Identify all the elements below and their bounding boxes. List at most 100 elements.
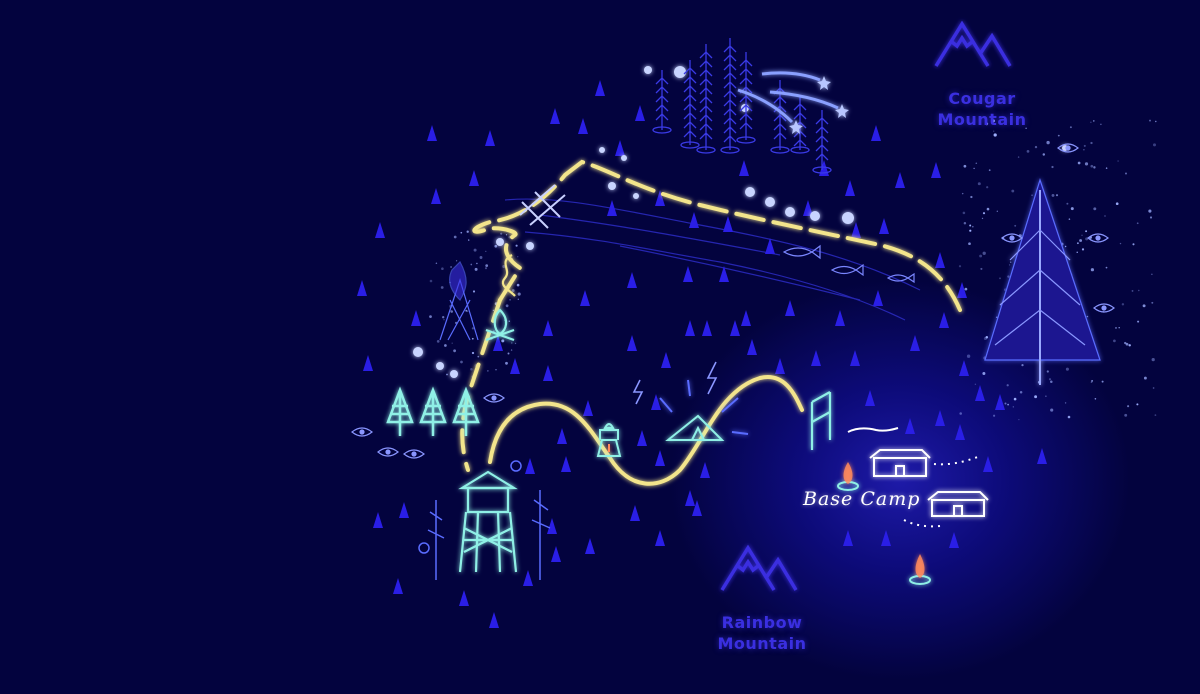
tree-icon xyxy=(1037,448,1047,464)
eye-icon xyxy=(403,449,425,459)
tree-icon xyxy=(975,385,985,401)
tree-icon xyxy=(431,188,441,204)
tree-icon xyxy=(637,430,647,446)
tree-icon xyxy=(723,216,733,232)
fish-icon xyxy=(830,263,864,277)
tree-icon xyxy=(523,570,533,586)
tree-icon xyxy=(510,358,520,374)
trail-upper xyxy=(472,159,962,312)
glowing-stone xyxy=(633,193,639,199)
tree-icon xyxy=(957,282,967,298)
trail-squiggle xyxy=(501,254,516,297)
tree-icon xyxy=(851,222,861,238)
tall-tree-icon xyxy=(790,96,810,154)
glowing-big-tree-icon xyxy=(984,145,1101,385)
lightning-bolts xyxy=(632,361,718,405)
tree-icon xyxy=(741,310,751,326)
tree-icon xyxy=(578,118,588,134)
eye-icon xyxy=(1087,233,1109,243)
teal-tree-icon xyxy=(452,386,480,436)
glowing-stone xyxy=(621,155,627,161)
eye-icon xyxy=(377,447,399,457)
tree-icon xyxy=(655,450,665,466)
tree-icon xyxy=(493,335,503,351)
goalpost-icon xyxy=(810,391,832,450)
tree-icon xyxy=(661,352,671,368)
bridge-icon xyxy=(519,184,566,229)
tall-tree-icon xyxy=(770,80,790,154)
tree-icon xyxy=(931,162,941,178)
tree-icon xyxy=(543,365,553,381)
glowing-stone xyxy=(496,238,504,246)
tree-icon xyxy=(585,538,595,554)
tree-icon xyxy=(399,502,409,518)
tree-icon xyxy=(595,80,605,96)
tree-icon xyxy=(583,400,593,416)
glowing-stone xyxy=(608,182,616,190)
tree-icon xyxy=(959,360,969,376)
antenna-icons xyxy=(418,460,551,580)
tree-icon xyxy=(411,310,421,326)
tree-icon xyxy=(935,252,945,268)
tree-icon xyxy=(357,280,367,296)
tree-icon xyxy=(775,358,785,374)
tree-icon xyxy=(765,238,775,254)
tree-icon xyxy=(881,530,891,546)
tree-icon xyxy=(427,125,437,141)
tree-icon xyxy=(730,320,740,336)
glowing-stone xyxy=(526,242,534,250)
tree-icon xyxy=(811,350,821,366)
cougar-mountain-label-line2: Mountain xyxy=(937,110,1027,129)
tree-icon xyxy=(525,458,535,474)
tree-icon xyxy=(873,290,883,306)
rainbow-mountain-label: Rainbow Mountain xyxy=(692,612,832,654)
campfire-icon xyxy=(485,308,515,342)
tree-icon xyxy=(561,456,571,472)
glowing-stone xyxy=(765,197,775,207)
eye-icon xyxy=(351,427,373,437)
trail-basecamp-link xyxy=(847,427,899,433)
cabin-icon xyxy=(927,491,989,517)
tree-icon xyxy=(702,320,712,336)
glowing-stones xyxy=(413,66,854,378)
eye-icons xyxy=(351,143,1115,459)
tall-tree-icon xyxy=(680,60,700,149)
tree-icon xyxy=(850,350,860,366)
tree-icon xyxy=(879,218,889,234)
tree-icon xyxy=(550,108,560,124)
tall-tree-icon xyxy=(812,110,832,174)
tree-icon xyxy=(895,172,905,188)
tent-icon xyxy=(659,379,749,441)
tree-icon xyxy=(489,612,499,628)
cougar-mountain-label-line1: Cougar xyxy=(948,89,1016,108)
river xyxy=(504,198,921,321)
tree-icon xyxy=(459,590,469,606)
rainbow-mountain-label-line1: Rainbow xyxy=(721,613,803,632)
tall-tree-icon xyxy=(652,70,672,134)
tree-icon xyxy=(949,532,959,548)
tree-icon xyxy=(685,320,695,336)
glowing-stone xyxy=(785,207,795,217)
tree-icon xyxy=(635,105,645,121)
teal-tree-icon xyxy=(386,386,414,436)
tree-icon xyxy=(719,266,729,282)
tree-icon xyxy=(983,456,993,472)
trail-main xyxy=(488,375,804,486)
tree-icon xyxy=(935,410,945,426)
tree-icon xyxy=(871,125,881,141)
shooting-star-icon xyxy=(761,71,831,90)
tree-icon xyxy=(955,424,965,440)
tree-icon xyxy=(739,160,749,176)
teal-trees xyxy=(386,386,480,436)
tree-icon xyxy=(785,300,795,316)
glowing-stone xyxy=(413,347,423,357)
watchtower-icon xyxy=(458,470,518,573)
glowing-stone xyxy=(810,211,820,221)
tree-icon xyxy=(689,212,699,228)
eye-icon xyxy=(483,393,505,403)
tree-icon xyxy=(939,312,949,328)
eye-icon xyxy=(1093,303,1115,313)
glowing-stone xyxy=(599,147,605,153)
tall-tree-icon xyxy=(696,44,716,154)
tree-icon xyxy=(843,530,853,546)
